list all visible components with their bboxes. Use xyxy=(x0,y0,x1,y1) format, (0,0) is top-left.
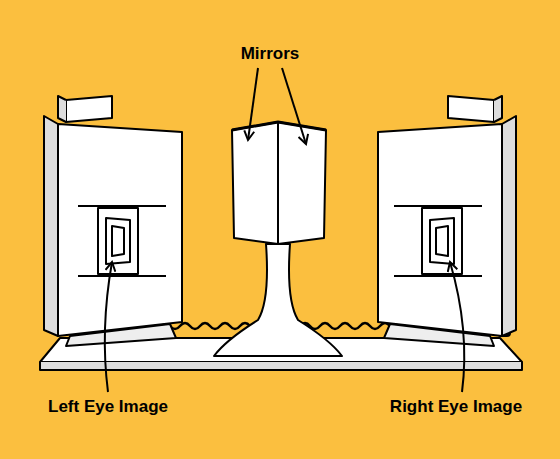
part-label: Right Eye Image xyxy=(390,397,522,417)
leader-arrow xyxy=(248,68,258,140)
stereoscope-drawing xyxy=(40,96,522,370)
leader-arrow xyxy=(282,68,306,144)
leader-arrows xyxy=(105,68,464,392)
part-label: Left Eye Image xyxy=(48,397,168,417)
leader-arrow xyxy=(450,262,464,392)
part-label: Mirrors xyxy=(241,44,300,64)
leader-arrow xyxy=(105,262,112,392)
